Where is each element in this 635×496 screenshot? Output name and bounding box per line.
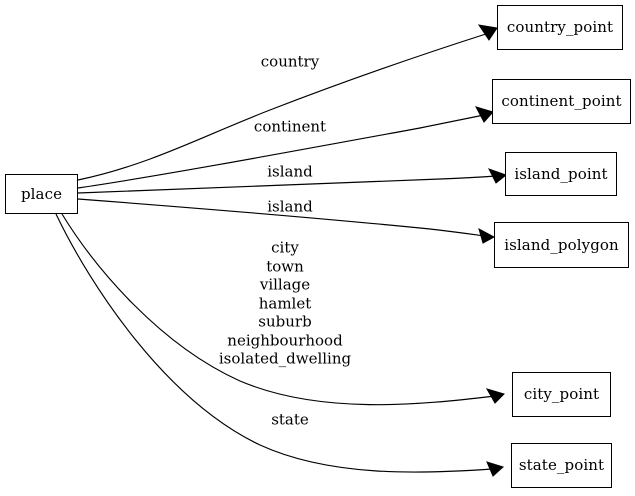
edge-line: [77, 32, 490, 181]
node-state_point[interactable]: state_point: [511, 443, 612, 488]
arrowhead-icon: [487, 168, 508, 184]
arrowhead-icon: [485, 388, 505, 404]
edge-line: [61, 213, 496, 406]
edge-place-to-continent_point: [77, 106, 494, 189]
node-label: country_point: [506, 18, 614, 36]
node-city_point[interactable]: city_point: [512, 372, 611, 417]
arrowhead-icon: [486, 461, 504, 477]
node-label: state_point: [518, 456, 605, 474]
node-island_point[interactable]: island_point: [505, 152, 617, 196]
node-continent_point[interactable]: continent_point: [492, 79, 631, 124]
node-label: place: [20, 184, 63, 203]
edge-line: [77, 198, 486, 237]
edge-place-to-island_polygon: [77, 198, 496, 244]
node-label: island_point: [514, 164, 608, 183]
node-label: island_polygon: [504, 235, 619, 254]
edge-place-to-state_point: [55, 213, 504, 477]
node-place[interactable]: place: [5, 174, 78, 214]
arrowhead-icon: [478, 228, 496, 244]
node-label: city_point: [523, 385, 600, 403]
arrowhead-icon: [474, 106, 494, 123]
edge-place-to-country_point: [77, 24, 498, 181]
edge-place-to-island_point: [77, 168, 508, 194]
edge-line: [55, 213, 493, 473]
edge-line: [77, 114, 485, 189]
node-label: continent_point: [501, 92, 622, 110]
arrowhead-icon: [477, 24, 498, 41]
node-island_polygon[interactable]: island_polygon: [494, 222, 629, 268]
node-country_point[interactable]: country_point: [497, 5, 623, 50]
edge-place-to-city_point: [61, 213, 505, 406]
edge-line: [77, 175, 497, 194]
